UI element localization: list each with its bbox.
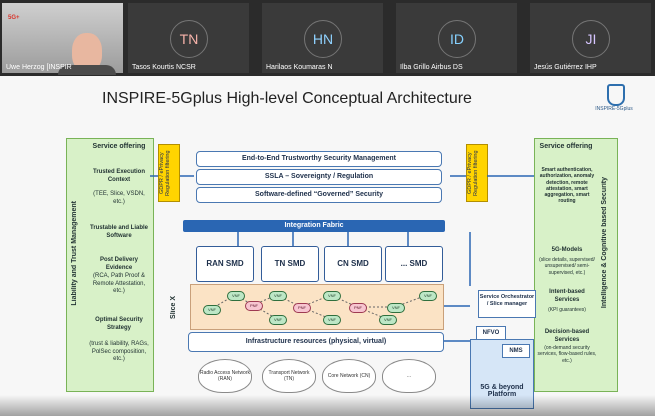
right-panel-item: Intent-based Services <box>549 289 585 303</box>
nfvo-box: NFVO <box>476 326 506 340</box>
vnf-node: VNF <box>227 291 245 301</box>
right-panel-item: (slice details, supervised/ unsupervised… <box>539 257 595 276</box>
left-panel-item: Trusted Execution Context <box>92 169 145 183</box>
brand-logo: INSPIRE-5Gplus <box>591 84 637 118</box>
left-panel-heading: Service offering <box>92 143 146 150</box>
service-orchestrator: Service Orchestrator / Slice manager <box>478 290 536 318</box>
participant-tile[interactable]: JI Jesús Gutiérrez IHP <box>530 3 651 73</box>
right-panel-item: Smart authentication, authorization, ano… <box>539 167 595 205</box>
pnf-node: PNF <box>245 301 263 311</box>
layer-ssla: SSLA – Sovereignty / Regulation <box>196 169 442 185</box>
camera-logo-icon: 5G+ <box>8 15 20 21</box>
brand-label: INSPIRE-5Gplus <box>595 106 633 112</box>
participant-initials: JI <box>572 20 610 58</box>
layer-governed-security: Software-defined “Governed” Security <box>196 187 442 203</box>
smd-other: ... SMD <box>385 246 443 282</box>
pnf-node: PNF <box>349 303 367 313</box>
smd-ran: RAN SMD <box>196 246 254 282</box>
participant-name: Uwe Herzog [INSPIR <box>6 64 72 71</box>
participant-tile[interactable]: TN Tasos Kourtis NCSR <box>128 3 249 73</box>
integration-fabric: Integration Fabric <box>183 220 445 232</box>
left-panel-vertical-label: Liability and Trust Management <box>71 201 78 306</box>
gdpr-filter-right: GDPR / ePrivacy Regulation filtering <box>466 144 488 202</box>
connector-lines <box>150 175 534 342</box>
network-ran: Radio Access Network (RAN) <box>198 359 252 393</box>
participant-initials: ID <box>438 20 476 58</box>
left-panel-item: (TEE, Slice, VSDN, etc.) <box>93 191 145 205</box>
vnf-node: VNF <box>379 315 397 325</box>
participant-initials: HN <box>304 20 342 58</box>
right-panel-item: 5G-Models <box>551 247 583 253</box>
participant-name: Jesús Gutiérrez IHP <box>534 64 597 71</box>
network-tn: Transport Network (TN) <box>262 359 316 393</box>
vnf-node: VNF <box>269 315 287 325</box>
5g-platform-label: 5G & beyond Platform <box>480 384 524 398</box>
infrastructure-resources: Infrastructure resources (physical, virt… <box>188 332 444 352</box>
right-panel-item: (on-demand security services, flow-based… <box>537 345 597 364</box>
participant-name: Harilaos Koumaras N <box>266 64 333 71</box>
network-cn: Core Network (CN) <box>322 359 376 393</box>
slide-title: INSPIRE-5Gplus High-level Conceptual Arc… <box>102 90 472 107</box>
layer-e2e-security-management: End-to-End Trustworthy Security Manageme… <box>196 151 442 167</box>
right-panel-heading: Service offering <box>539 143 593 150</box>
participant-name: Ilba Grillo Airbus DS <box>400 64 463 71</box>
right-panel-vertical-label: Intelligence & Cognitive based Security <box>601 177 608 309</box>
left-panel-item: Trustable and Liable Software <box>89 225 148 239</box>
participant-shoulders <box>58 65 116 75</box>
vnf-node: VNF <box>203 305 221 315</box>
vnf-node: VNF <box>323 315 341 325</box>
bottom-shade <box>0 395 655 416</box>
gdpr-filter-left: GDPR / ePrivacy Regulation filtering <box>158 144 180 202</box>
vnf-node: VNF <box>269 291 287 301</box>
smd-tn: TN SMD <box>261 246 319 282</box>
vnf-node: VNF <box>387 303 405 313</box>
shared-slide: INSPIRE-5Gplus High-level Conceptual Arc… <box>0 76 655 416</box>
participant-name: Tasos Kourtis NCSR <box>132 64 196 71</box>
participant-avatar <box>72 33 102 71</box>
participant-tile[interactable]: ID Ilba Grillo Airbus DS <box>396 3 517 73</box>
slice-label: Slice X <box>170 296 177 319</box>
nms-box: NMS <box>502 344 530 358</box>
participant-strip: 5G+ Uwe Herzog [INSPIR TN Tasos Kourtis … <box>0 0 655 76</box>
pnf-node: PNF <box>293 303 311 313</box>
vnf-node: VNF <box>419 291 437 301</box>
shield-icon <box>607 84 625 106</box>
network-other: ... <box>382 359 436 393</box>
participant-tile[interactable]: HN Harilaos Koumaras N <box>262 3 383 73</box>
smd-cn: CN SMD <box>324 246 382 282</box>
left-panel-item: (trust & liability, RAGs, PolSec composi… <box>89 341 149 362</box>
left-panel: Liability and Trust Management Service o… <box>66 138 154 392</box>
right-panel: Service offering Smart authentication, a… <box>534 138 618 392</box>
left-panel-item: Post Delivery Evidence <box>99 257 139 271</box>
vnf-node: VNF <box>323 291 341 301</box>
participant-initials: TN <box>170 20 208 58</box>
left-panel-item: Optimal Security Strategy <box>95 317 143 331</box>
left-panel-item: (RCA, Path Proof & Remote Attestation, e… <box>92 273 146 294</box>
slice-box: VNF VNF PNF VNF PNF VNF VNF PNF VNF VNF … <box>190 284 444 330</box>
participant-tile-video[interactable]: 5G+ Uwe Herzog [INSPIR <box>2 3 123 75</box>
right-panel-item: (KPI guarantees) <box>548 307 586 313</box>
right-panel-item: Decision-based Services <box>544 329 590 343</box>
